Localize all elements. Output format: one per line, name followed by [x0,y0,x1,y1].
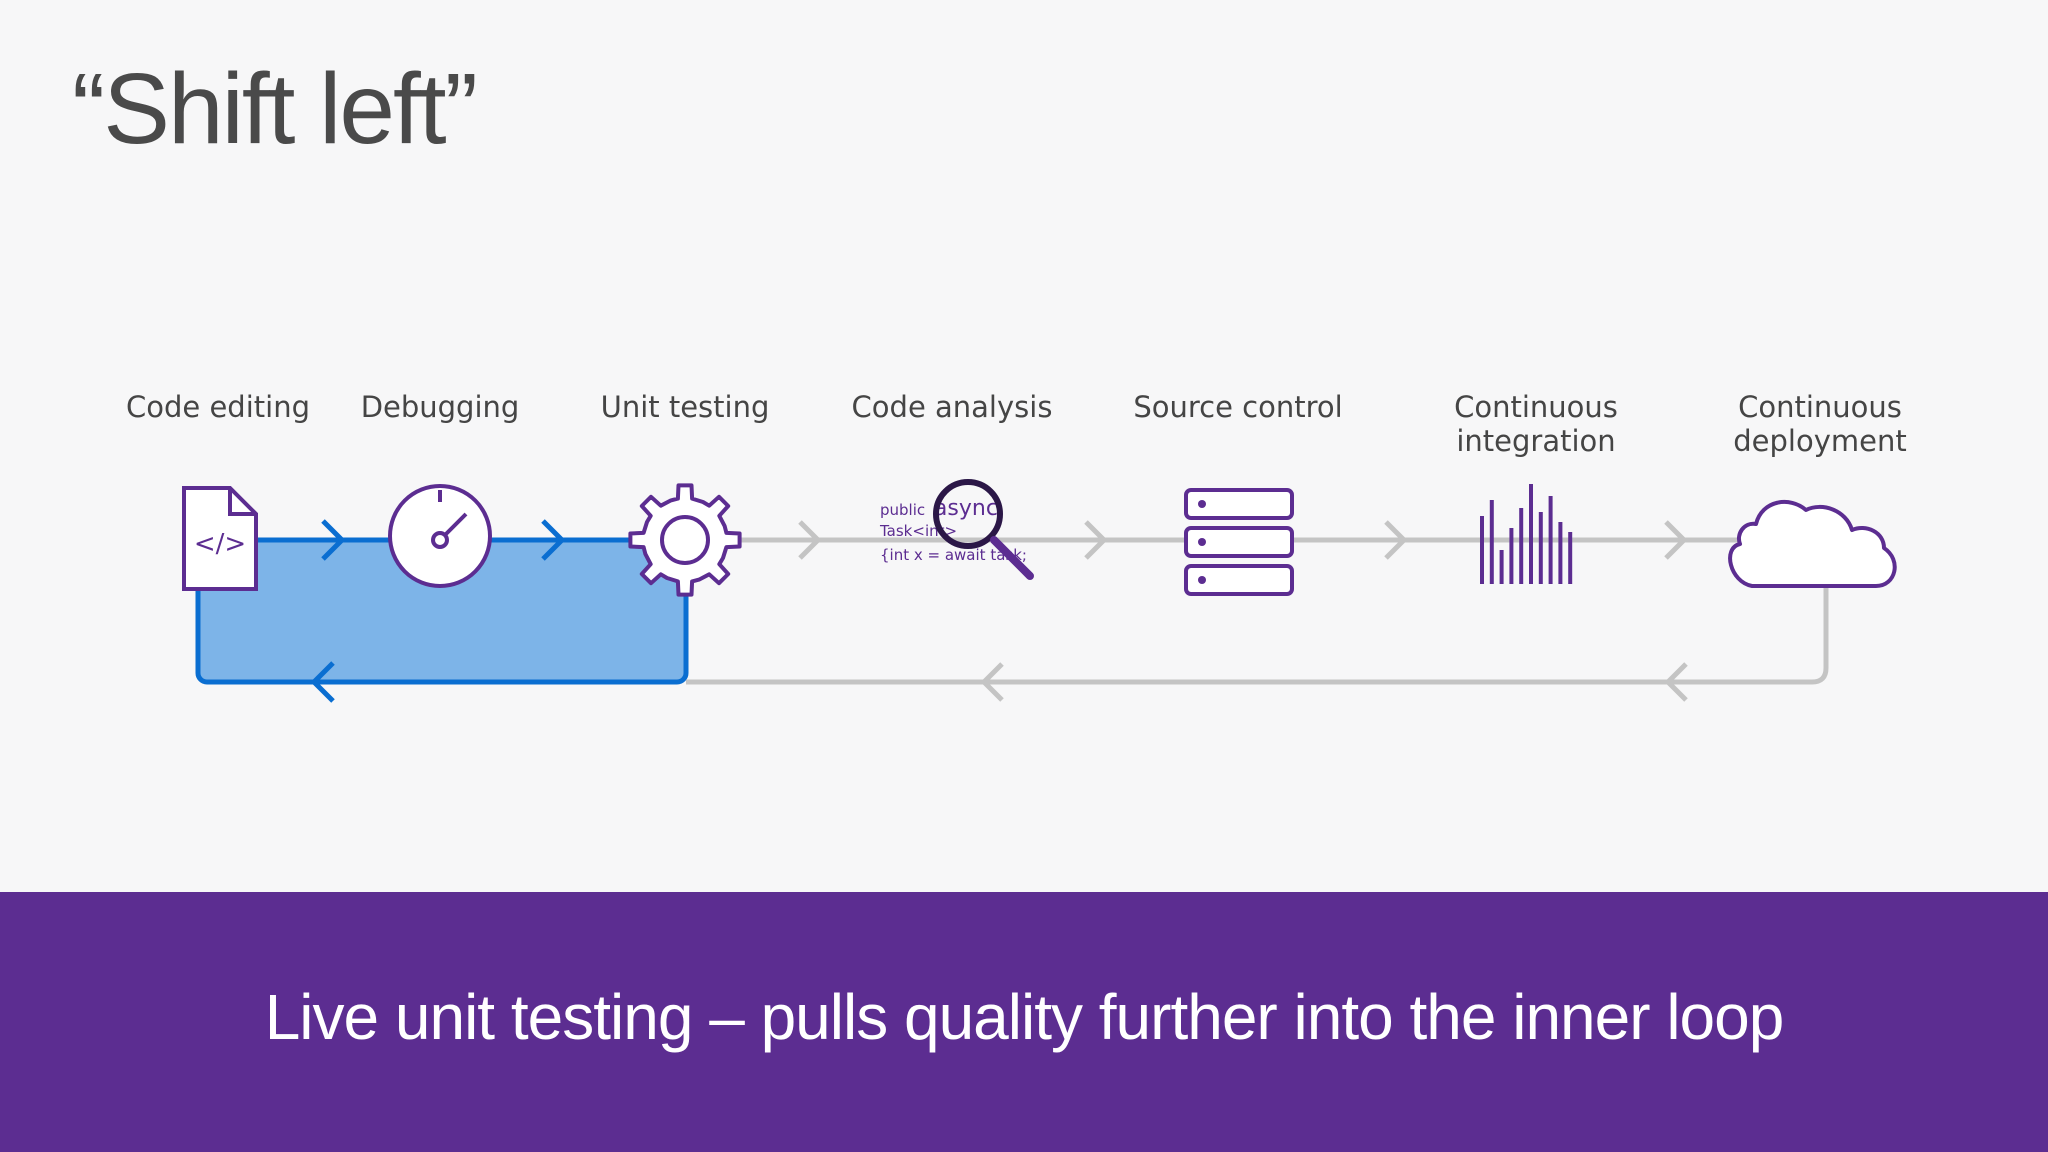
code-file-icon: </> [182,486,258,591]
slide-title: “Shift left” [72,53,478,165]
inner-backward-arrow [310,661,335,703]
stage-label-source-control: Source control [1133,390,1343,424]
stage-label-continuous-integration: Continuous integration [1454,390,1618,458]
cloud-icon [1728,500,1897,588]
banner-text: Live unit testing – pulls quality furthe… [264,981,1785,1053]
outer-loop-return-line [686,585,1829,685]
stage-label-continuous-deployment: Continuous deployment [1733,390,1907,458]
code-snippet-async: async [934,496,998,521]
inner-forward-arrow [321,519,346,561]
server-stack-icon [1184,488,1294,596]
forward-arrow [1084,520,1108,560]
backward-arrow [1664,662,1688,702]
forward-arrow [1384,520,1408,560]
stage-label-debugging: Debugging [360,390,520,424]
inner-forward-arrow [541,519,566,561]
forward-arrow [1664,520,1688,560]
bar-graph-icon [1480,484,1573,584]
gauge-icon [388,484,492,588]
code-snippet-public: public [880,501,925,519]
forward-arrow [798,520,822,560]
gear-icon [628,483,742,597]
backward-arrow [980,662,1004,702]
magnifier-code-icon: public async Task<int> {int x = await ta… [879,479,1034,580]
stage-label-code-editing: Code editing [126,390,310,424]
svg-text:public async: public async [880,496,998,521]
code-file-glyph: </> [194,529,246,559]
stage-label-unit-testing: Unit testing [600,390,770,424]
shift-left-diagram: </> public async Task<int> {int x = awai… [182,479,1897,703]
bottom-banner: Live unit testing – pulls quality furthe… [0,892,2048,1152]
code-snippet-line3: {int x = await task; [880,546,1027,564]
stage-label-code-analysis: Code analysis [851,390,1053,424]
